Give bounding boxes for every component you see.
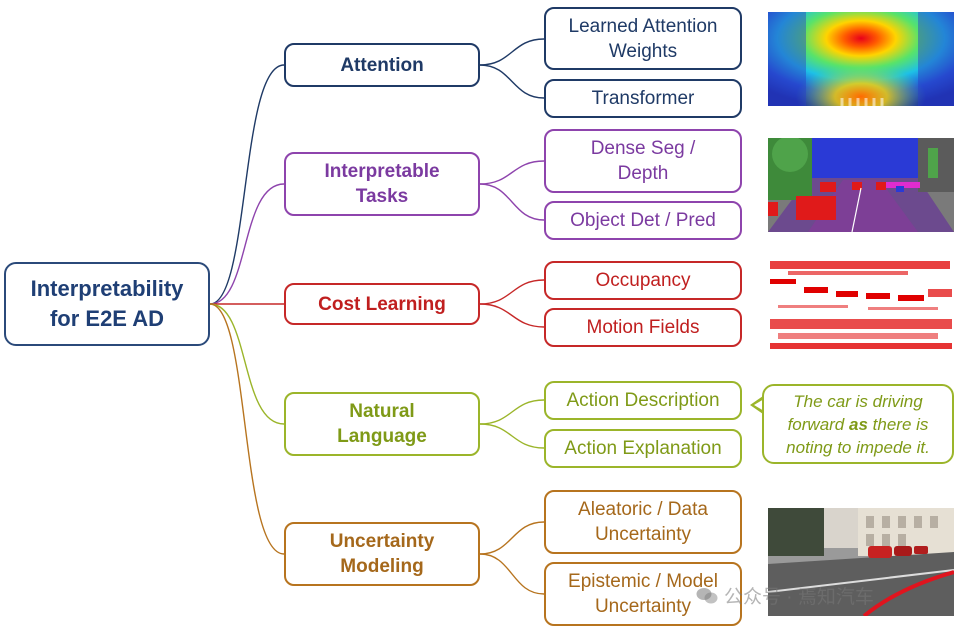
leaf-label: Action Explanation — [564, 438, 722, 459]
bubble-line3: noting to impede it. — [786, 437, 930, 457]
leaf-label: Transformer — [591, 88, 695, 109]
category-to-leaf-connector — [479, 521, 545, 555]
bubble-line2-bold: as — [849, 414, 868, 434]
occupancy-graphic — [768, 257, 954, 351]
street-graphic — [768, 508, 954, 616]
bubble-line2-pre: forward — [787, 414, 849, 434]
leaf-label: Uncertainty — [594, 524, 692, 545]
root-to-category-connector — [209, 64, 285, 305]
bubble-line1: The car is driving — [793, 391, 923, 411]
leaf-aleatoric-data-uncertainty: Aleatoric / Data Uncertainty — [544, 490, 742, 554]
leaf-label: Learned Attention — [568, 15, 718, 37]
category-to-leaf-connector — [479, 279, 545, 305]
segmentation-graphic — [768, 138, 954, 232]
speech-bubble: The car is driving forward as there is n… — [762, 384, 954, 464]
bubble-line2: forward as there is — [764, 413, 952, 436]
category-label: Natural — [349, 401, 415, 422]
attention-heatmap-image — [768, 12, 954, 106]
street-trajectory-image — [768, 508, 954, 616]
root-to-category-connector — [209, 183, 285, 305]
category-label: Modeling — [340, 556, 424, 577]
wechat-icon — [696, 587, 718, 603]
category-attention: Attention — [284, 43, 480, 87]
leaf-transformer: Transformer — [544, 79, 742, 118]
category-cost-learning: Cost Learning — [284, 283, 480, 325]
root-label-line1: Interpretability — [30, 276, 184, 301]
category-interpretable-tasks: Interpretable Tasks — [284, 152, 480, 216]
leaf-label: Dense Seg / — [590, 138, 696, 159]
leaf-motion-fields: Motion Fields — [544, 308, 742, 347]
leaf-action-explanation: Action Explanation — [544, 429, 742, 468]
root-node: Interpretability for E2E AD — [4, 262, 210, 346]
watermark-text: 公众号 · 焉知汽车 — [724, 587, 874, 608]
category-natural-language: Natural Language — [284, 392, 480, 456]
leaf-label: Occupancy — [595, 270, 691, 291]
attention-heatmap-graphic — [768, 12, 954, 106]
leaf-label: Uncertainty — [594, 596, 692, 617]
root-to-category-connector — [209, 303, 285, 555]
leaf-label: Aleatoric / Data — [578, 499, 708, 520]
leaf-label: Depth — [617, 163, 669, 184]
root-to-category-connector — [209, 303, 285, 425]
bubble-line2-post: there is — [867, 414, 929, 434]
category-to-leaf-connector — [479, 183, 545, 221]
category-to-leaf-connector — [479, 553, 545, 595]
leaf-label: Object Det / Pred — [570, 210, 716, 231]
watermark: 公众号 · 焉知汽车 — [696, 582, 874, 609]
leaf-object-det-pred: Object Det / Pred — [544, 201, 742, 240]
semantic-segmentation-image — [768, 138, 954, 232]
speech-bubble-tail-inner — [754, 399, 764, 411]
root-label-line2: for E2E AD — [49, 306, 165, 331]
leaf-learned-attention-weights: Learned Attention Weights — [544, 7, 742, 70]
leaf-occupancy: Occupancy — [544, 261, 742, 300]
category-to-leaf-connector — [479, 38, 545, 66]
category-label: Language — [337, 426, 427, 447]
leaf-label: Motion Fields — [586, 317, 700, 338]
category-uncertainty-modeling: Uncertainty Modeling — [284, 522, 480, 586]
leaf-label: Epistemic / Model — [568, 571, 718, 592]
category-label: Interpretable — [324, 161, 440, 182]
category-label: Tasks — [355, 186, 409, 207]
occupancy-cost-map-image — [768, 257, 954, 351]
category-label: Uncertainty — [329, 531, 435, 552]
leaf-label: Action Description — [566, 390, 720, 411]
category-label: Cost Learning — [318, 293, 446, 315]
category-label: Attention — [340, 54, 424, 76]
category-to-leaf-connector — [479, 399, 545, 425]
category-to-leaf-connector — [479, 160, 545, 185]
category-to-leaf-connector — [479, 423, 545, 449]
category-to-leaf-connector — [479, 64, 545, 99]
leaf-label: Weights — [608, 40, 678, 62]
category-to-leaf-connector — [479, 303, 545, 328]
leaf-action-description: Action Description — [544, 381, 742, 420]
leaf-dense-seg-depth: Dense Seg / Depth — [544, 129, 742, 193]
